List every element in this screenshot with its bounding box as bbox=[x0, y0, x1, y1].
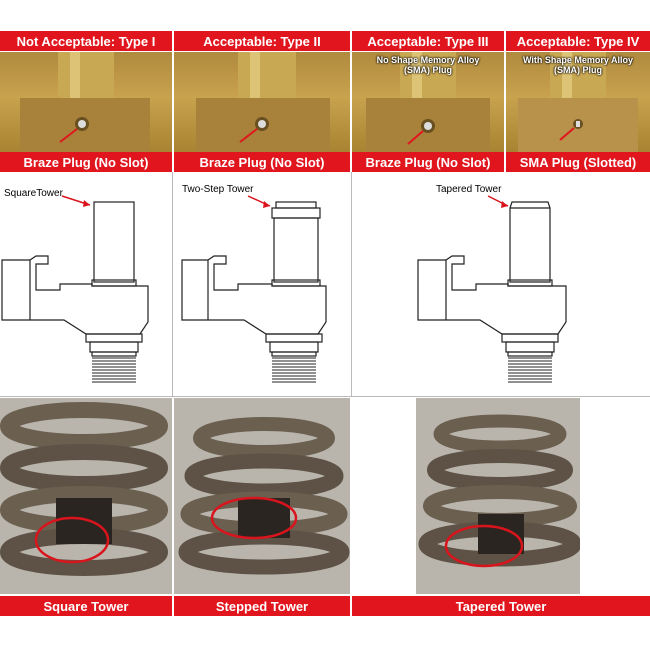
tower-caption-square: Square Tower bbox=[0, 596, 172, 616]
spring-image bbox=[418, 414, 580, 568]
spring-image bbox=[0, 402, 168, 576]
sma-plug-image bbox=[518, 52, 638, 152]
tower-caption-stepped: Stepped Tower bbox=[174, 596, 350, 616]
tower-caption-tapered: Tapered Tower bbox=[352, 596, 650, 616]
header-type-4: Acceptable: Type IV bbox=[506, 31, 650, 51]
plug-note-with-sma: With Shape Memory Alloy (SMA) Plug bbox=[522, 55, 634, 75]
plug-note-no-sma: No Shape Memory Alloy (SMA) Plug bbox=[376, 55, 480, 75]
tower-label-two-step: Two-Step Tower bbox=[182, 184, 254, 195]
plug-caption-type-1: Braze Plug (No Slot) bbox=[0, 152, 172, 172]
divider bbox=[0, 396, 650, 397]
divider bbox=[172, 172, 173, 396]
spring-photo-square bbox=[0, 398, 172, 594]
plug-caption-type-2: Braze Plug (No Slot) bbox=[174, 152, 350, 172]
header-type-2: Acceptable: Type II bbox=[174, 31, 350, 51]
braze-plug-image bbox=[20, 52, 150, 152]
plug-photo-type-3 bbox=[352, 52, 504, 152]
tapered-tower-drawing bbox=[417, 195, 567, 383]
plug-caption-type-3: Braze Plug (No Slot) bbox=[352, 152, 504, 172]
braze-plug-image bbox=[366, 52, 490, 152]
spring-image bbox=[178, 417, 350, 575]
tower-label-tapered: Tapered Tower bbox=[436, 184, 502, 195]
stepped-tower-drawing bbox=[181, 195, 327, 383]
tower-label-square: SquareTower bbox=[4, 188, 63, 199]
header-type-3: Acceptable: Type III bbox=[352, 31, 504, 51]
divider bbox=[351, 172, 352, 396]
braze-plug-image bbox=[196, 52, 330, 152]
plug-photo-type-4 bbox=[506, 52, 650, 152]
plug-caption-type-4: SMA Plug (Slotted) bbox=[506, 152, 650, 172]
header-type-1: Not Acceptable: Type I bbox=[0, 31, 172, 51]
square-tower-drawing bbox=[1, 195, 149, 383]
spring-photo-tapered bbox=[416, 398, 580, 594]
plug-photo-type-2 bbox=[174, 52, 350, 152]
plug-photo-type-1 bbox=[0, 52, 172, 152]
spring-photo-stepped bbox=[174, 398, 350, 594]
